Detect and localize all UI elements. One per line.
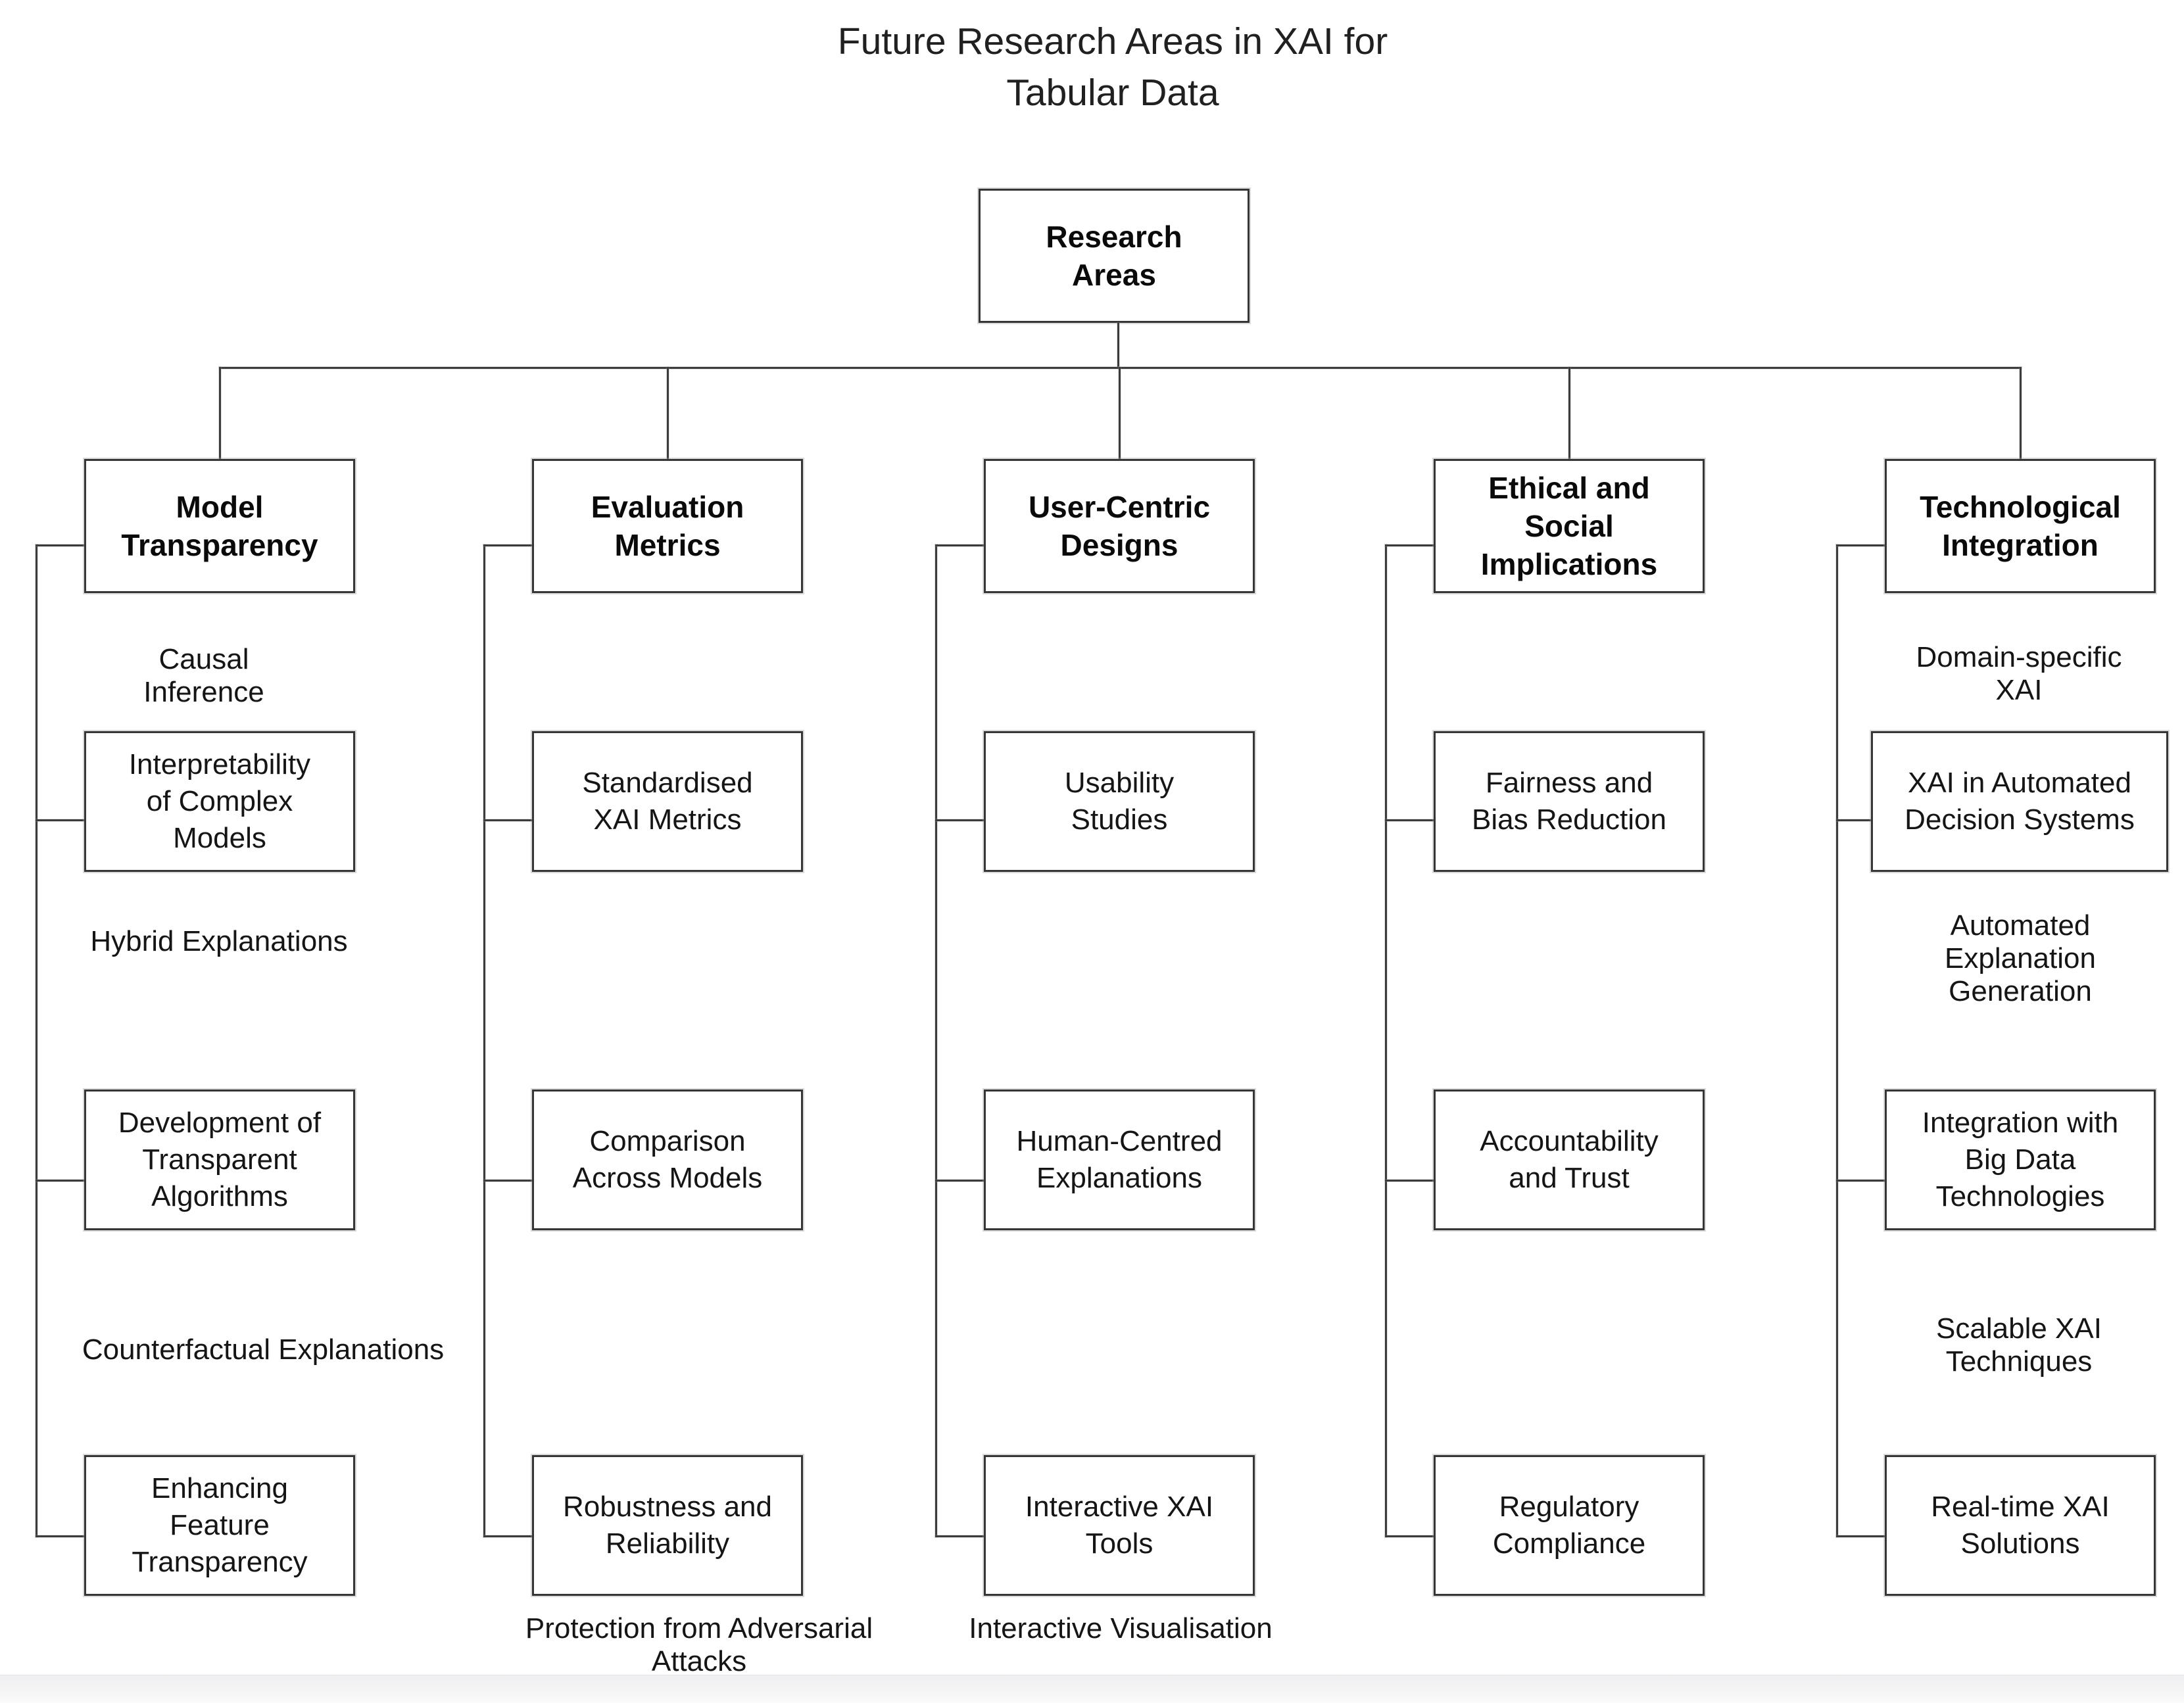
tick-header-c3	[935, 544, 984, 546]
tick-row3-c1	[36, 1535, 84, 1537]
node-interactive-xai-tools: Interactive XAI Tools	[984, 1455, 1255, 1596]
tick-row1-c1	[36, 819, 84, 821]
diagram-title: Future Research Areas in XAI for Tabular…	[837, 20, 1388, 114]
tick-row1-c3	[935, 819, 984, 821]
spine-user-centric-designs	[935, 544, 937, 1537]
node-human-centred-explanations: Human-Centred Explanations	[984, 1090, 1255, 1230]
tick-row2-c4	[1385, 1180, 1434, 1182]
spine-evaluation-metrics	[483, 544, 485, 1537]
tick-row2-c3	[935, 1180, 984, 1182]
node-enhancing-feature-transparency: Enhancing Feature Transparency	[84, 1455, 355, 1596]
connector-stub-evaluation-metrics	[667, 367, 669, 459]
tick-row2-c2	[483, 1180, 532, 1182]
connector-stub-user-centric-designs	[1119, 367, 1121, 459]
node-standardised-xai-metrics: Standardised XAI Metrics	[532, 731, 803, 872]
connector-stub-ethical-social	[1568, 367, 1570, 459]
node-research-areas: Research Areas	[979, 189, 1250, 323]
page-bottom-edge	[0, 1675, 2184, 1703]
node-domain-specific-xai: Domain-specific XAI	[1916, 641, 2122, 706]
node-protection-from-adversarial-attacks: Protection from Adversarial Attacks	[525, 1612, 873, 1677]
node-regulatory-compliance: Regulatory Compliance	[1434, 1455, 1705, 1596]
node-counterfactual-explanations: Counterfactual Explanations	[82, 1333, 445, 1366]
connector-stub-technological-integration	[2020, 367, 2022, 459]
node-integration-with-big-data-technologies: Integration with Big Data Technologies	[1885, 1090, 2156, 1230]
tick-row2-c5	[1836, 1180, 1885, 1182]
spine-technological-integration	[1836, 544, 1838, 1537]
node-xai-in-automated-decision-systems: XAI in Automated Decision Systems	[1871, 731, 2168, 872]
node-hybrid-explanations: Hybrid Explanations	[90, 925, 348, 957]
tick-header-c5	[1836, 544, 1885, 546]
tick-row3-c2	[483, 1535, 532, 1537]
node-user-centric-designs: User-Centric Designs	[984, 459, 1255, 593]
node-real-time-xai-solutions: Real-time XAI Solutions	[1885, 1455, 2156, 1596]
node-development-of-transparent-algorithms: Development of Transparent Algorithms	[84, 1090, 355, 1230]
tick-row1-c5	[1836, 819, 1871, 821]
tick-row3-c5	[1836, 1535, 1885, 1537]
node-scalable-xai-techniques: Scalable XAI Techniques	[1936, 1312, 2102, 1378]
tick-row1-c2	[483, 819, 532, 821]
node-usability-studies: Usability Studies	[984, 731, 1255, 872]
node-interactive-visualisation: Interactive Visualisation	[969, 1612, 1273, 1644]
node-evaluation-metrics: Evaluation Metrics	[532, 459, 803, 593]
spine-ethical-social	[1385, 544, 1387, 1537]
tick-row3-c3	[935, 1535, 984, 1537]
node-comparison-across-models: Comparison Across Models	[532, 1090, 803, 1230]
node-robustness-and-reliability: Robustness and Reliability	[532, 1455, 803, 1596]
connector-stub-model-transparency	[219, 367, 221, 459]
tick-header-c2	[483, 544, 532, 546]
node-causal-inference: Causal Inference	[143, 643, 264, 708]
tick-row2-c1	[36, 1180, 84, 1182]
tick-row1-c4	[1385, 819, 1434, 821]
node-automated-explanation-generation: Automated Explanation Generation	[1945, 909, 2096, 1007]
node-interpretability-of-complex-models: Interpretability of Complex Models	[84, 731, 355, 872]
tick-row3-c4	[1385, 1535, 1434, 1537]
node-technological-integration: Technological Integration	[1885, 459, 2156, 593]
node-model-transparency: Model Transparency	[84, 459, 355, 593]
node-fairness-and-bias-reduction: Fairness and Bias Reduction	[1434, 731, 1705, 872]
node-accountability-and-trust: Accountability and Trust	[1434, 1090, 1705, 1230]
tick-header-c4	[1385, 544, 1434, 546]
connector-root-stub	[1117, 323, 1119, 368]
node-ethical-and-social-implications: Ethical and Social Implications	[1434, 459, 1705, 593]
tick-header-c1	[36, 544, 84, 546]
spine-model-transparency	[36, 544, 37, 1537]
